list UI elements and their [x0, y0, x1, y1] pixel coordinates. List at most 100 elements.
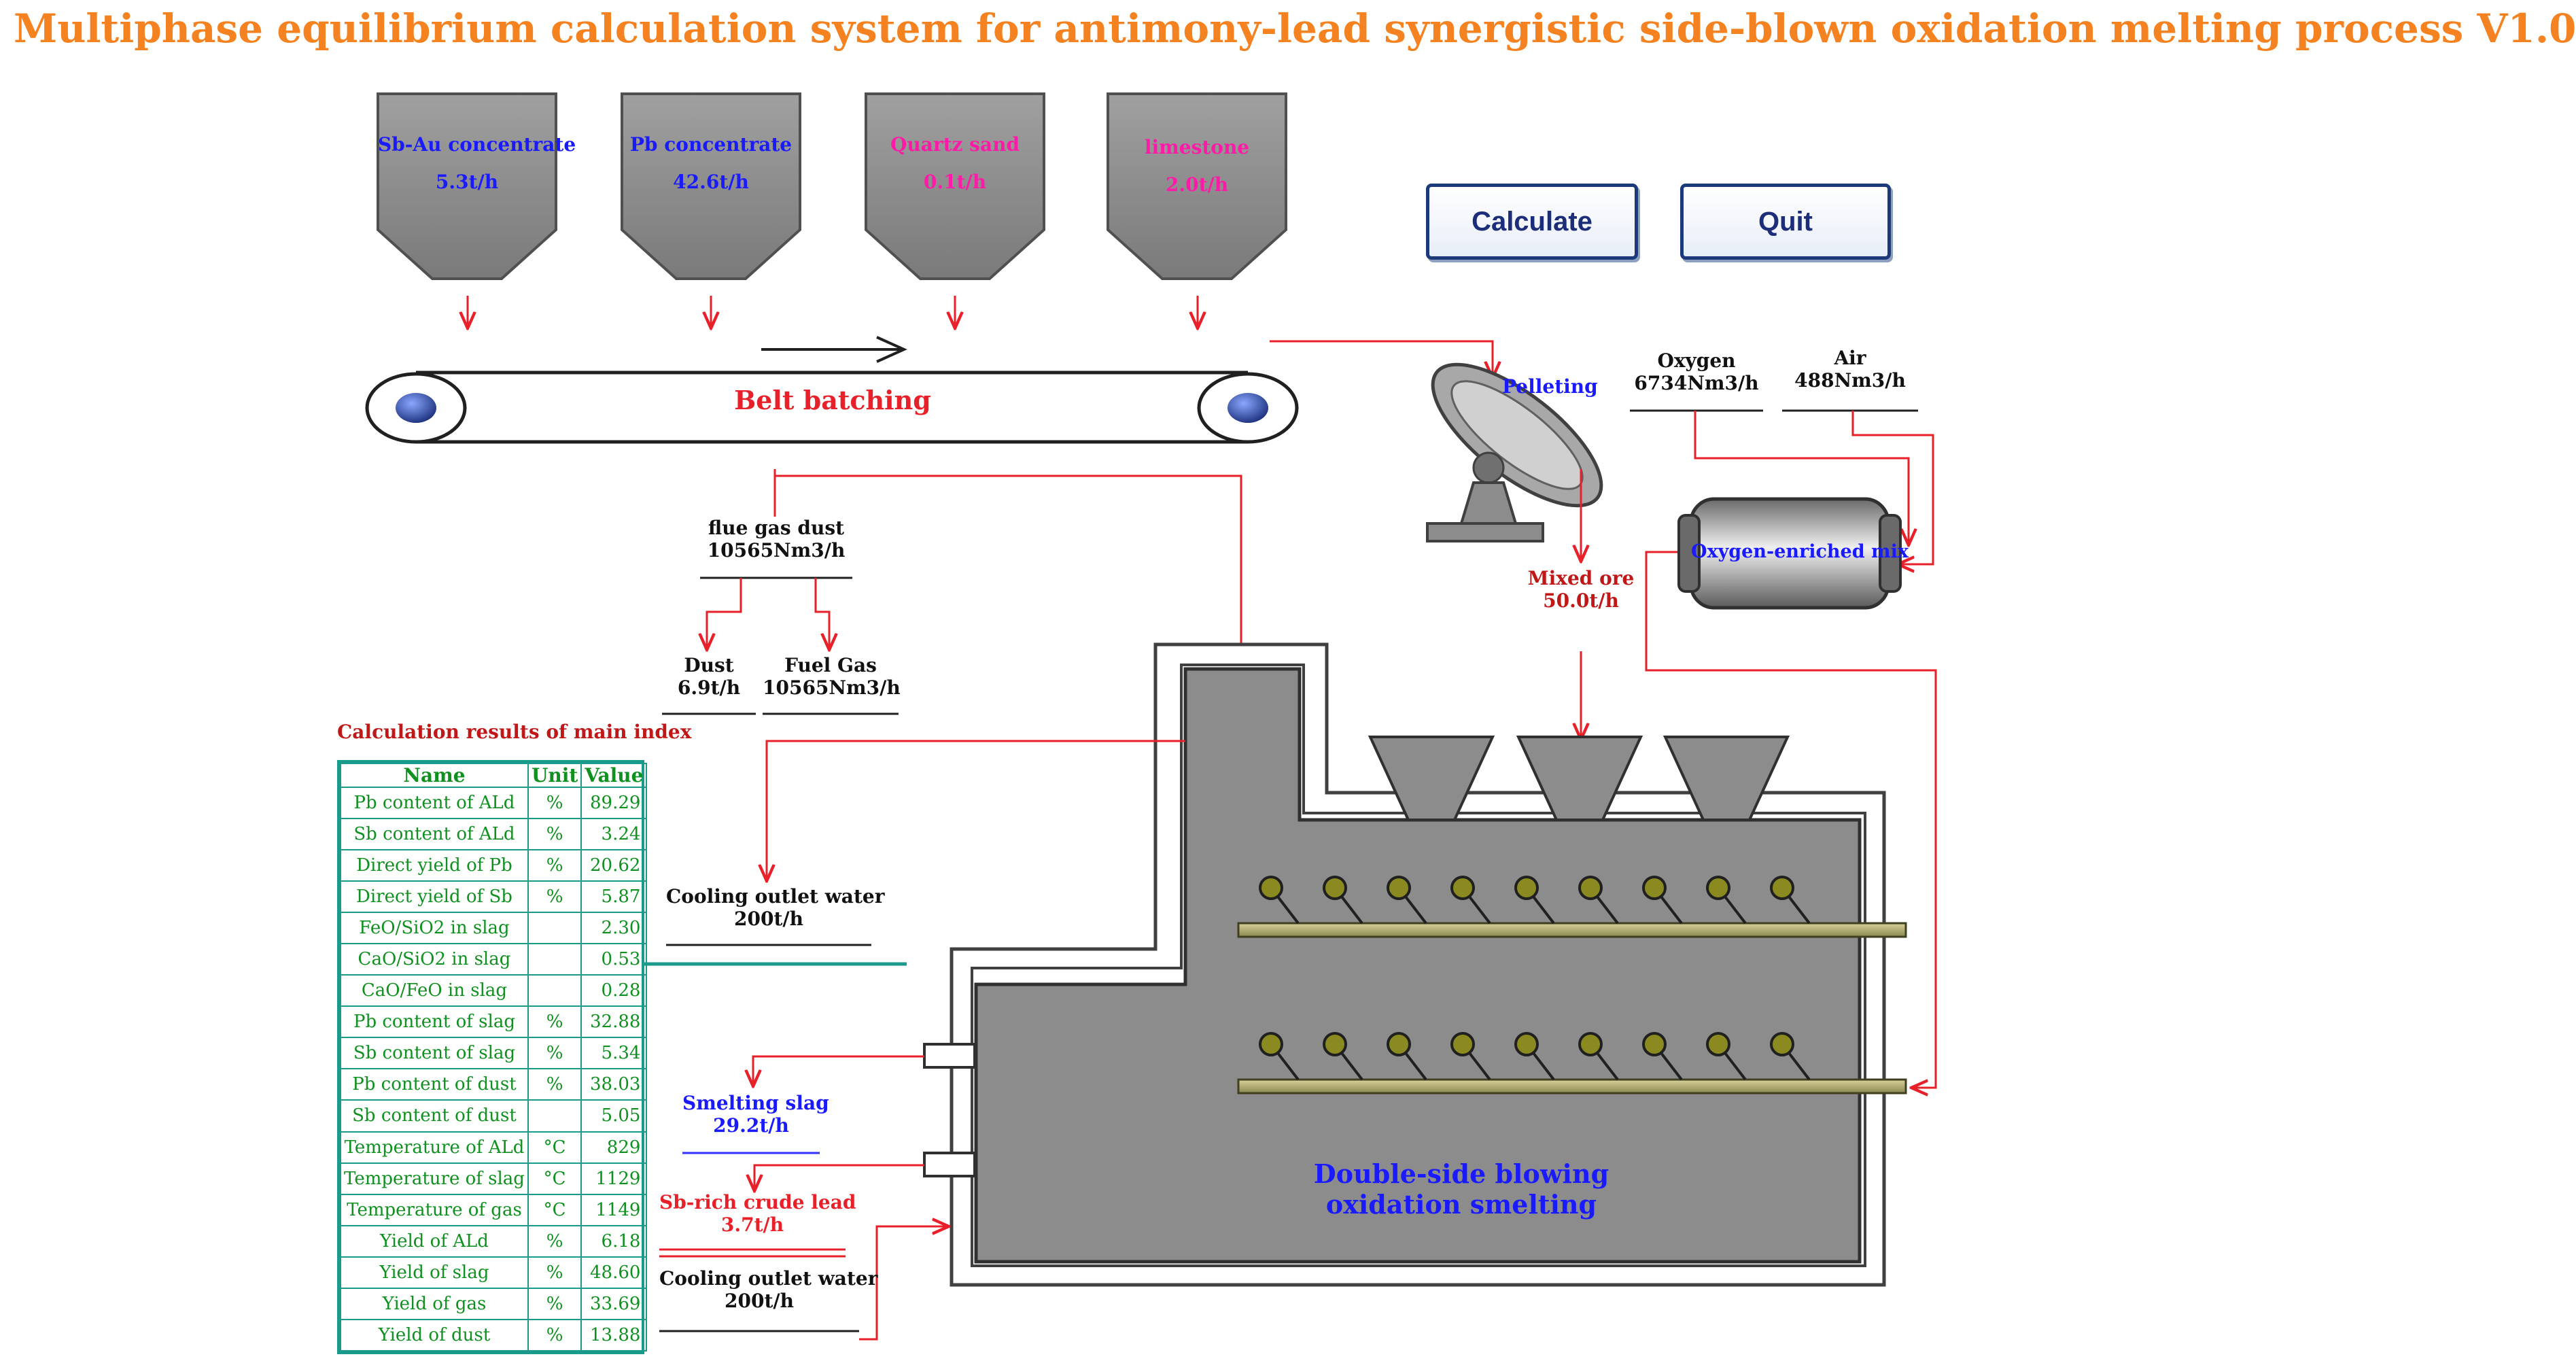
- page-title: Multiphase equilibrium calculation syste…: [14, 5, 2576, 52]
- oxygen-label: Oxygen 6734Nm3/h: [1630, 349, 1763, 394]
- mixed-ore-rate: 50.0t/h: [1543, 589, 1619, 612]
- row-name: FeO/SiO2 in slag: [340, 912, 529, 945]
- row-unit: %: [527, 1005, 582, 1039]
- cooling-water-rate: 200t/h: [725, 1290, 794, 1312]
- row-value: 1129: [580, 1162, 648, 1195]
- row-unit: %: [527, 1068, 582, 1101]
- furnace-label: Double-side blowing oxidation smelting: [1264, 1158, 1658, 1220]
- belt-batching-label: Belt batching: [734, 385, 931, 415]
- col-header-value: Value: [580, 763, 648, 788]
- row-name: Direct yield of Pb: [340, 849, 529, 882]
- results-header-row: Name Unit Value: [340, 763, 648, 788]
- hopper-name: Quartz sand: [890, 133, 1020, 156]
- row-unit: [527, 1099, 582, 1133]
- row-unit: %: [527, 1037, 582, 1070]
- label-underlines: [642, 944, 907, 1332]
- row-value: 5.87: [580, 880, 648, 914]
- cooling-water-rate: 200t/h: [734, 908, 803, 930]
- row-value: 2.30: [580, 912, 648, 945]
- smelting-slag-rate: 29.2t/h: [713, 1114, 789, 1137]
- cooling-water-top-label: Cooling outlet water 200t/h: [666, 885, 885, 930]
- smelting-slag-label: Smelting slag 29.2t/h: [682, 1092, 829, 1137]
- row-unit: °C: [527, 1193, 582, 1226]
- hopper-rate: 2.0t/h: [1165, 173, 1229, 196]
- quit-button[interactable]: Quit: [1680, 184, 1891, 260]
- hopper-label-sb-au: Sb-Au concentrate 5.3t/h: [378, 133, 576, 193]
- tap-holes: [923, 1043, 976, 1177]
- table-row: Direct yield of Pb%20.62: [340, 849, 648, 882]
- hopper-label-quartz: Quartz sand 0.1t/h: [866, 133, 1044, 193]
- calculate-button[interactable]: Calculate: [1426, 184, 1638, 260]
- row-name: CaO/FeO in slag: [340, 974, 529, 1007]
- table-row: Sb content of slag%5.34: [340, 1037, 648, 1070]
- row-unit: %: [527, 818, 582, 851]
- table-row: Pb content of dust%38.03: [340, 1068, 648, 1101]
- crude-lead-name: Sb-rich crude lead: [659, 1191, 856, 1213]
- hopper-name: limestone: [1144, 136, 1250, 158]
- belt-conveyor: [365, 336, 1299, 444]
- results-table: Name Unit Value Pb content of ALd%89.29 …: [337, 760, 648, 1354]
- crude-lead-label: Sb-rich crude lead 3.7t/h: [659, 1191, 856, 1236]
- table-row: Pb content of slag%32.88: [340, 1005, 648, 1039]
- cooling-water-name: Cooling outlet water: [659, 1267, 878, 1290]
- row-unit: %: [527, 1287, 582, 1320]
- hopper-limestone: [1107, 92, 1287, 280]
- table-row: Direct yield of Sb%5.87: [340, 880, 648, 914]
- belt-to-pelleting-flow: [1270, 340, 1493, 378]
- table-row: Yield of slag%48.60: [340, 1256, 648, 1289]
- row-name: Yield of slag: [340, 1256, 529, 1289]
- row-value: 48.60: [580, 1256, 648, 1289]
- air-name: Air: [1834, 347, 1866, 369]
- row-unit: °C: [527, 1162, 582, 1195]
- oxygen-name: Oxygen: [1657, 349, 1736, 372]
- results-title: Calculation results of main index: [337, 721, 692, 743]
- smelting-slag-name: Smelting slag: [682, 1092, 829, 1114]
- table-row: CaO/FeO in slag 0.28: [340, 974, 648, 1007]
- dust-name: Dust: [684, 654, 734, 676]
- cooling-water-bottom-label: Cooling outlet water 200t/h: [659, 1267, 878, 1312]
- table-row: Sb content of ALd%3.24: [340, 818, 648, 851]
- row-value: 6.18: [580, 1224, 648, 1258]
- tuyere-row-lower: [1237, 1032, 1907, 1095]
- process-diagram: [365, 92, 1937, 1341]
- furnace-label-line1: Double-side blowing: [1313, 1158, 1609, 1189]
- row-value: 13.88: [580, 1318, 648, 1352]
- row-value: 0.53: [580, 943, 648, 976]
- row-value: 33.69: [580, 1287, 648, 1320]
- hopper-name: Pb concentrate: [629, 133, 793, 156]
- row-value: 38.03: [580, 1068, 648, 1101]
- row-unit: %: [527, 1256, 582, 1289]
- row-name: Sb content of slag: [340, 1037, 529, 1070]
- cooling-water-name: Cooling outlet water: [666, 885, 885, 908]
- results-table-grid: Name Unit Value Pb content of ALd%89.29 …: [340, 763, 648, 1352]
- col-header-unit: Unit: [527, 763, 582, 788]
- table-row: Yield of gas%33.69: [340, 1287, 648, 1320]
- flue-gas-split: [662, 469, 1242, 715]
- row-value: 89.29: [580, 786, 648, 820]
- mixed-ore-name: Mixed ore: [1527, 567, 1635, 589]
- table-row: Pb content of ALd%89.29: [340, 786, 648, 820]
- tuyere-row-upper: [1237, 876, 1907, 938]
- row-value: 0.28: [580, 974, 648, 1007]
- row-unit: °C: [527, 1131, 582, 1164]
- app-canvas: Multiphase equilibrium calculation syste…: [14, 5, 2576, 1354]
- dust-rate: 6.9t/h: [677, 676, 741, 699]
- row-unit: [527, 943, 582, 976]
- oxygen-rate: 6734Nm3/h: [1634, 372, 1759, 394]
- table-row: FeO/SiO2 in slag 2.30: [340, 912, 648, 945]
- pelleting-disc: [1426, 362, 1603, 542]
- furnace-feed-hoppers: [1368, 736, 1790, 821]
- furnace-body: [974, 667, 1862, 1264]
- row-unit: %: [527, 1224, 582, 1258]
- crude-lead-rate: 3.7t/h: [720, 1213, 784, 1236]
- outlet-flows: [753, 740, 1185, 1341]
- hopper-quartz: [865, 92, 1045, 280]
- row-unit: %: [527, 1318, 582, 1352]
- fuel-gas-rate: 10565Nm3/h: [763, 676, 901, 699]
- col-header-name: Name: [340, 763, 529, 788]
- air-rate: 488Nm3/h: [1794, 369, 1906, 392]
